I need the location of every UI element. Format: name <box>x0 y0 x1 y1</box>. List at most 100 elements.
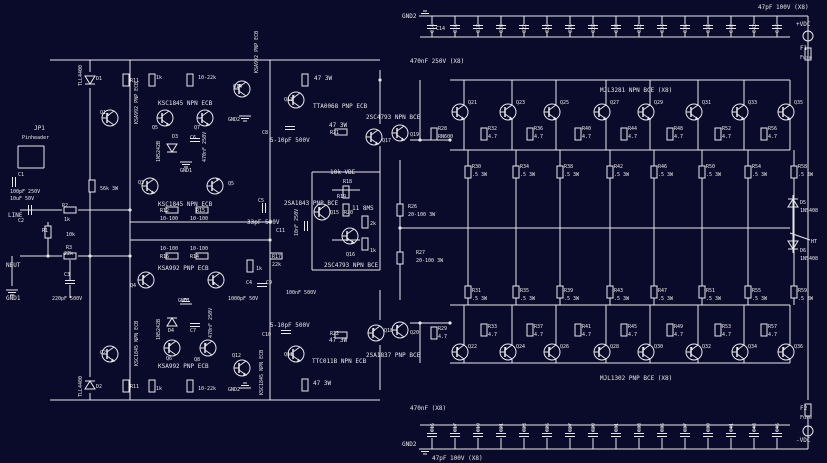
emit-r-value: .5 3W <box>564 296 580 302</box>
bottom-cap-note: 47pF 100V (X8) <box>432 455 483 462</box>
emit-r-value: .5 3W <box>520 296 536 302</box>
emit-r-label: R59 <box>798 288 807 294</box>
emit-r-label: R34 <box>520 164 529 170</box>
base-r-label: R56 <box>768 126 777 132</box>
gnd2-a-label: GND2 <box>228 117 240 123</box>
npn-label: Q23 <box>516 100 525 106</box>
emit-r-label: R35 <box>520 288 529 294</box>
cap-label: C25 <box>545 423 551 432</box>
r11-bottom-label: R11 <box>130 384 139 390</box>
r-10-22k-top: 10-22k <box>198 75 216 81</box>
q1-label: Q1 <box>100 110 106 116</box>
base-r-label: R53 <box>722 324 731 330</box>
c1-val: 100pF 250V <box>10 189 40 195</box>
emit-r-value: .5 3W <box>614 172 630 178</box>
cap-label-c14: C14 <box>436 26 445 32</box>
r2-val: 1k <box>64 217 70 223</box>
cap-label: C45 <box>775 423 781 432</box>
cap-label: C19 <box>476 423 482 432</box>
base-r-label: R48 <box>674 126 683 132</box>
c4-val: 1000pF 50V <box>228 296 258 302</box>
junction-dot <box>378 78 382 82</box>
q13-label: Q13 <box>284 97 293 103</box>
q13-type: TTA0068 PNP ECB <box>313 103 368 110</box>
base-r-value: 4.7 <box>534 134 543 140</box>
components <box>5 10 814 455</box>
cap-label: C22 <box>522 24 528 33</box>
emit-r-label: R47 <box>658 288 667 294</box>
npn-label: Q29 <box>654 100 663 106</box>
base-r-label: R57 <box>768 324 777 330</box>
base-r-label: R49 <box>674 324 683 330</box>
f2-label: F2 <box>800 405 808 412</box>
r29-label: R29 <box>438 326 447 332</box>
emit-r-value: .5 3W <box>658 296 674 302</box>
cap-label: C16 <box>453 24 459 33</box>
cap-label: C41 <box>729 423 735 432</box>
q14-type: KSA992 PNP ECB <box>254 31 260 73</box>
c3-label: C3 <box>64 272 70 278</box>
r-47-3w-top: 47 3W <box>314 75 332 82</box>
q11-label: Q11 <box>284 352 293 358</box>
r22-label: R22 <box>330 331 339 337</box>
junction-dot <box>398 226 402 230</box>
base-r-value: 4.7 <box>628 134 637 140</box>
base-r-label: R41 <box>582 324 591 330</box>
cap-label: C29 <box>591 423 597 432</box>
r-56k-label: 56k 3W <box>100 186 119 192</box>
emit-r-label: R58 <box>798 164 807 170</box>
r-1k-a: 1k <box>156 75 162 81</box>
base-r-label: R52 <box>722 126 731 132</box>
q16-label: Q16 <box>346 252 355 258</box>
f1-label: F1 <box>800 45 808 52</box>
emit-r-value: .5 3W <box>520 172 536 178</box>
r1-label: R1 <box>42 228 48 234</box>
base-r-value: 4.7 <box>722 332 731 338</box>
emit-r-value: .5 3W <box>472 296 488 302</box>
r20-label: R20 <box>344 210 353 216</box>
pnp-label: Q36 <box>794 344 803 350</box>
emit-r-value: .5 3W <box>706 172 722 178</box>
r28-label: R28 <box>438 126 447 132</box>
c2-label: C2 <box>18 218 24 224</box>
cap-label: 470nF 250V <box>202 132 208 162</box>
base-r-label: R32 <box>488 126 497 132</box>
jp1-sub: Pinheader <box>22 135 49 141</box>
q19-label: Q19 <box>410 132 419 138</box>
neut-label: NEUT <box>6 262 21 269</box>
led-bottom-label: TLL4400 <box>78 376 84 397</box>
vas-r-1k: 1k <box>256 266 262 272</box>
d6-label: D6 <box>800 248 806 254</box>
gnd2-b-label: GND2 <box>228 387 240 393</box>
base-r-value: 4.7 <box>674 134 683 140</box>
r18-label: R18 <box>343 179 352 185</box>
q11-type: TTC011B NPN ECB <box>312 358 367 365</box>
bottom-cap-bank-note: 470nF (X8) <box>410 405 446 412</box>
r2-label: R2 <box>62 203 68 209</box>
c8-val: 5-10pF 500V <box>270 137 310 144</box>
c8-label: C8 <box>262 130 268 136</box>
base-r-value: 4.7 <box>534 332 543 338</box>
cap-label: C40 <box>729 24 735 33</box>
cap-label: C26 <box>568 24 574 33</box>
r29-val: 4.7 <box>438 334 447 340</box>
gnd-bottom-label: GND2 <box>402 441 417 448</box>
base-r-value: 4.7 <box>488 134 497 140</box>
emit-r-label: R51 <box>706 288 715 294</box>
r-10-22k-bottom: 10-22k <box>198 386 216 392</box>
r12-label: R12 <box>160 208 169 214</box>
emit-r-label: R31 <box>472 288 481 294</box>
base-r-label: R44 <box>628 126 637 132</box>
npn-label: Q31 <box>702 100 711 106</box>
junction-dot <box>88 254 92 258</box>
emit-r-label: R43 <box>614 288 623 294</box>
pnp-label: Q22 <box>468 344 477 350</box>
base-r-label: R37 <box>534 324 543 330</box>
q4-label: Q4 <box>130 283 136 289</box>
vbe-label: 10k VBE <box>330 169 356 176</box>
cap-label: C43 <box>752 423 758 432</box>
emit-r-label: R42 <box>614 164 623 170</box>
q3-label: Q3 <box>138 180 144 186</box>
